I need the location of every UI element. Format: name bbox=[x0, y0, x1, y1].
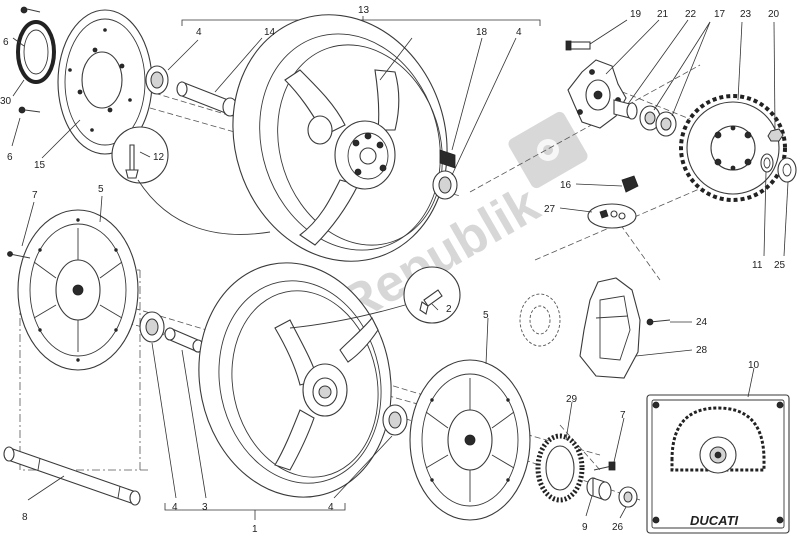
carrier-bearing-parts bbox=[613, 99, 677, 137]
callout: 4 bbox=[516, 27, 522, 38]
callout: 13 bbox=[358, 5, 370, 16]
callout: 21 bbox=[657, 9, 669, 20]
watermark-gear-icon bbox=[508, 111, 588, 189]
callout: 9 bbox=[582, 522, 588, 533]
front-bearing-left bbox=[139, 311, 165, 343]
rear-bearing-right bbox=[432, 170, 458, 200]
callout: 25 bbox=[774, 260, 786, 271]
callout: 15 bbox=[34, 160, 46, 171]
sprocket-washers bbox=[760, 153, 797, 183]
callout: 2 bbox=[446, 304, 452, 315]
callout: 10 bbox=[748, 360, 760, 371]
rear-spacer bbox=[176, 81, 238, 117]
bracket-front-wheel bbox=[164, 503, 346, 520]
sprocket-carrier bbox=[567, 59, 627, 129]
front-spacer bbox=[164, 327, 204, 353]
ducati-logo: DUCATI bbox=[690, 513, 739, 528]
sprocket-cover bbox=[579, 277, 641, 379]
callout: 16 bbox=[560, 180, 572, 191]
callout: 8 bbox=[22, 512, 28, 523]
callout: 26 bbox=[612, 522, 624, 533]
valve-detail-2 bbox=[289, 266, 461, 329]
callout: 12 bbox=[153, 152, 165, 163]
tyre-valve-16 bbox=[621, 175, 639, 193]
callout: 4 bbox=[172, 502, 178, 513]
callout: 11 bbox=[752, 260, 763, 271]
front-sprocket-ghost bbox=[519, 293, 561, 347]
cover-screw bbox=[646, 318, 671, 326]
front-bearing-right bbox=[382, 404, 408, 436]
callout: 6 bbox=[7, 152, 13, 163]
rear-sprocket bbox=[679, 94, 787, 202]
callout: 19 bbox=[630, 9, 642, 20]
callout-labels: 13 14 4 18 4 19 21 22 17 23 20 6 30 6 15… bbox=[0, 5, 786, 535]
callout: 3 bbox=[202, 502, 208, 513]
front-axle bbox=[3, 446, 141, 506]
callout: 24 bbox=[696, 317, 708, 328]
callout: 5 bbox=[98, 184, 104, 195]
sprocket-stud bbox=[565, 40, 591, 51]
callout: 23 bbox=[740, 9, 752, 20]
callout: 20 bbox=[768, 9, 780, 20]
detail-27 bbox=[587, 203, 637, 229]
leader-lines bbox=[11, 19, 789, 519]
callout: 1 bbox=[252, 524, 258, 535]
rear-wheel bbox=[232, 14, 448, 262]
valve-detail bbox=[111, 126, 271, 235]
callout: 4 bbox=[196, 27, 202, 38]
rear-bearing-left bbox=[145, 65, 169, 95]
callout: 30 bbox=[0, 96, 12, 107]
callout: 7 bbox=[32, 190, 38, 201]
sensor-ring bbox=[16, 20, 56, 84]
front-brake-disc-left bbox=[17, 209, 139, 371]
abs-ring bbox=[535, 433, 585, 503]
callout: 29 bbox=[566, 394, 578, 405]
callout: 28 bbox=[696, 345, 708, 356]
front-wheel bbox=[198, 262, 392, 498]
front-nut bbox=[618, 486, 638, 508]
callout: 17 bbox=[714, 9, 726, 20]
callout: 22 bbox=[685, 9, 697, 20]
callout: 27 bbox=[544, 204, 556, 215]
front-disc-bolt bbox=[7, 251, 31, 259]
front-brake-disc-right bbox=[409, 359, 531, 521]
callout: 4 bbox=[328, 502, 334, 513]
callout: 7 bbox=[620, 410, 626, 421]
callout: 5 bbox=[483, 310, 489, 321]
front-bushing bbox=[586, 477, 612, 501]
sprocket-nut bbox=[767, 128, 784, 142]
callout: 14 bbox=[264, 27, 276, 38]
front-screw bbox=[593, 461, 616, 471]
callout: 18 bbox=[476, 27, 488, 38]
rear-brake-disc bbox=[57, 9, 153, 155]
disc-screws bbox=[18, 6, 41, 114]
callout: 6 bbox=[3, 37, 9, 48]
reference-panel: DUCATI bbox=[646, 394, 790, 534]
